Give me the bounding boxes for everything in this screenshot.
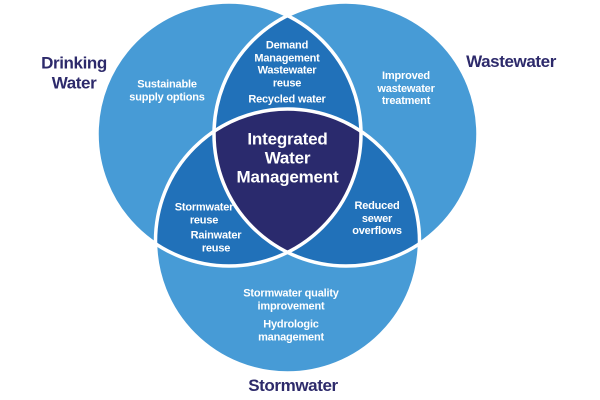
- wastewater-title: Wastewater: [466, 52, 556, 72]
- region-label-sustainable-supply: Sustainable supply options: [129, 78, 205, 103]
- region-label-improved-wastewater-treatment: Improved wastewater treatment: [377, 70, 435, 108]
- region-label-hydrologic-management: Hydrologic management: [258, 318, 324, 343]
- region-label-wastewater-reuse: Wastewater reuse: [257, 64, 317, 89]
- drinking-water-title: Drinking Water: [41, 53, 107, 92]
- region-label-rainwater-reuse: Rainwater reuse: [190, 229, 242, 254]
- region-label-stormwater-reuse: Stormwater reuse: [174, 201, 234, 226]
- stormwater-title: Stormwater: [248, 376, 338, 396]
- region-label-stormwater-quality-improvement: Stormwater quality improvement: [243, 287, 339, 312]
- stormwater-circle-outline: [153, 107, 422, 375]
- wastewater-circle-outline: [212, 0, 480, 268]
- region-label-reduced-sewer-overflows: Reduced sewer overflows: [352, 200, 402, 238]
- drinking-water-circle-outline: [95, 0, 363, 268]
- region-label-recycled-water: Recycled water: [248, 93, 326, 106]
- center-title-integrated-water-management: Integrated Water Management: [236, 129, 339, 187]
- region-label-demand-management: Demand Management: [254, 39, 320, 64]
